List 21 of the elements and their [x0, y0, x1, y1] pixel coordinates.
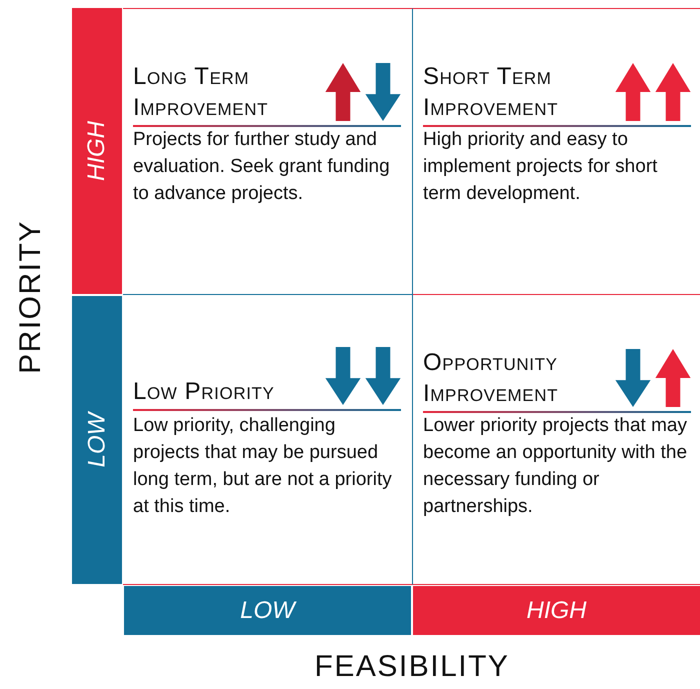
- quadrant-heading: Long Term Improvement: [133, 62, 270, 123]
- axis-level-label: HIGH: [82, 121, 111, 181]
- quadrant-cell: [413, 8, 700, 295]
- quadrant-cell: [123, 295, 413, 585]
- quadrant-description: Low priority, challenging projects that may be pursued long term, but are not a priority at this time.: [133, 414, 393, 519]
- axis-level-label: LOW: [82, 412, 111, 468]
- quadrant-description: High priority and easy to implement projects for short term development.: [423, 128, 658, 206]
- axis-title: PRIORITY: [12, 220, 48, 374]
- axis-level-label: HIGH: [526, 596, 586, 626]
- axis-band: [413, 586, 700, 635]
- quadrant-heading: Low Priority: [133, 377, 276, 407]
- quadrant-description: Lower priority projects that may become an opportunity with the necessary funding or partnerships.: [423, 414, 688, 519]
- quadrant-heading: Short Term Improvement: [423, 62, 560, 123]
- quadrant-cell: [123, 8, 413, 295]
- quadrant-heading: Opportunity Improvement: [423, 348, 560, 409]
- axis-band: [72, 296, 122, 584]
- axis-band: [124, 586, 411, 635]
- quadrant-description: Projects for further study and evaluation. Seek grant funding to advance projects.: [133, 128, 391, 206]
- axis-title: FEASIBILITY: [314, 649, 510, 685]
- axis-level-label: LOW: [240, 596, 295, 626]
- axis-band: [72, 8, 122, 294]
